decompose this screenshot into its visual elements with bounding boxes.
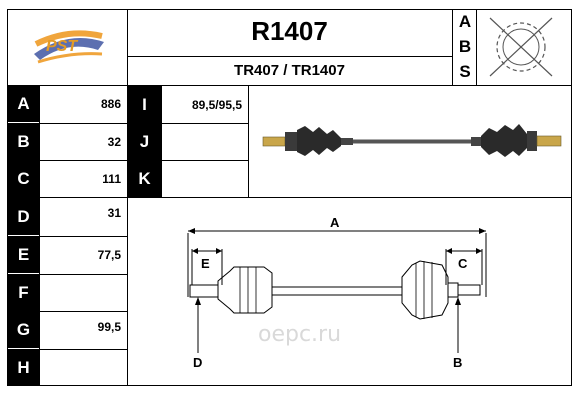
abs-letter-a: A — [458, 12, 472, 31]
row-letter-a: A — [8, 86, 39, 122]
abs-gear-crossed-icon — [486, 14, 556, 80]
dimension-label-d: D — [193, 355, 203, 370]
dimension-diagram: A E C D B — [180, 215, 490, 380]
row-letter-k: K — [128, 161, 161, 197]
dimension-label-a: A — [330, 215, 340, 230]
row-value-e: 77,5 — [97, 248, 121, 262]
reference-subtitle: TR407 / TR1407 — [234, 62, 345, 79]
row-value-k — [161, 161, 248, 197]
abs-letter-s: S — [459, 62, 471, 81]
row-value-c: 111 — [102, 172, 121, 186]
dimension-label-b: B — [453, 355, 463, 370]
dimension-label-c: C — [458, 256, 468, 271]
row-letter-j: J — [128, 124, 161, 160]
row-value-b: 32 — [107, 135, 121, 149]
row-letter-h: H — [8, 350, 39, 385]
row-value-a: 886 — [100, 97, 121, 111]
logo-icon — [34, 30, 104, 64]
abs-letter-b: B — [458, 37, 472, 56]
row-letter-d: D — [8, 198, 39, 235]
row-letter-c: C — [8, 161, 39, 197]
driveshaft-photo — [255, 110, 565, 170]
row-letter-e: E — [8, 237, 39, 273]
dimension-label-e: E — [201, 256, 210, 271]
row-letter-b: B — [8, 124, 39, 160]
brand-logo: PST — [28, 26, 110, 70]
row-value-i: 89,5/95,5 — [191, 97, 242, 112]
row-value-g: 99,5 — [97, 320, 121, 334]
reference-code: R1407 — [251, 16, 328, 46]
logo-text: PST — [46, 38, 78, 55]
row-value-d: 31 — [107, 206, 121, 220]
row-letter-f: F — [8, 275, 39, 311]
row-value-j — [161, 124, 248, 160]
row-value-h — [39, 350, 127, 385]
watermark-text: oepc.ru — [258, 322, 342, 347]
row-letter-g: G — [8, 312, 39, 348]
row-letter-i: I — [128, 86, 161, 123]
row-value-f — [39, 275, 127, 311]
